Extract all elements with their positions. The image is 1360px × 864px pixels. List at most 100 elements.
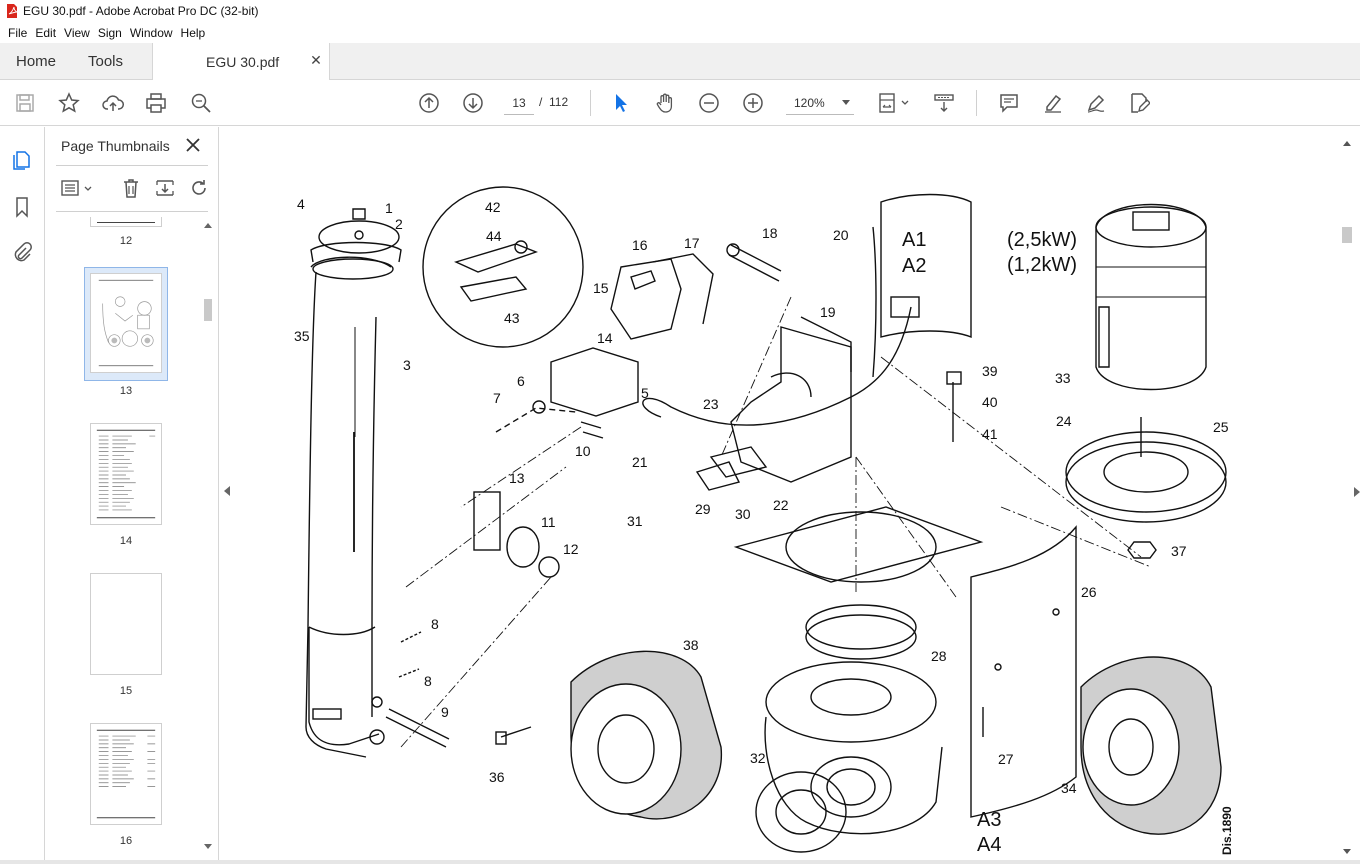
- thumbnail-label: 12: [119, 235, 133, 247]
- document-scrollbar[interactable]: [1336, 127, 1360, 864]
- bottom-edge: [0, 860, 1360, 864]
- zoom-level-dropdown[interactable]: 120%: [786, 91, 854, 115]
- bookmark-star-icon[interactable]: [56, 90, 82, 116]
- callout: 26: [1081, 584, 1097, 600]
- page-number-input[interactable]: [504, 91, 534, 115]
- highlight-pen-icon[interactable]: [1040, 90, 1066, 116]
- callout: 25: [1213, 419, 1229, 435]
- scroll-mode-icon[interactable]: [931, 90, 957, 116]
- callout: 42: [485, 199, 501, 215]
- thumbnail-page-16[interactable]: [90, 723, 162, 825]
- callout: 5: [641, 385, 649, 401]
- scroll-up-icon[interactable]: [1343, 141, 1351, 146]
- callout: 27: [998, 751, 1014, 767]
- extract-pages-icon[interactable]: [154, 177, 176, 199]
- menu-help[interactable]: Help: [180, 25, 206, 40]
- thumbnail-page-12[interactable]: [90, 217, 162, 227]
- thumbnail-list: 12 13: [46, 217, 201, 857]
- thumbnail-options-icon[interactable]: [60, 177, 96, 199]
- next-page-icon[interactable]: [460, 90, 486, 116]
- menu-window[interactable]: Window: [129, 25, 173, 40]
- page-fit-icon[interactable]: [876, 90, 912, 116]
- callout: 17: [684, 235, 700, 251]
- thumbnail-page-15[interactable]: [90, 573, 162, 675]
- tab-tools[interactable]: Tools: [88, 53, 124, 70]
- tab-document[interactable]: EGU 30.pdf ✕: [152, 43, 330, 81]
- callout: 20: [833, 227, 849, 243]
- cloud-upload-icon[interactable]: [100, 90, 126, 116]
- motor-power-label: (2,5kW): [1007, 229, 1077, 251]
- zoom-in-icon[interactable]: [740, 90, 766, 116]
- comment-icon[interactable]: [996, 90, 1022, 116]
- callout: 10: [575, 443, 591, 459]
- callout: 28: [931, 648, 947, 664]
- edit-pdf-icon[interactable]: [1126, 90, 1152, 116]
- thumbnail-label: 13: [119, 385, 133, 397]
- rotate-page-icon[interactable]: [188, 177, 210, 199]
- tab-home[interactable]: Home: [16, 53, 57, 70]
- select-cursor-icon[interactable]: [608, 90, 634, 116]
- connector-label: A4: [977, 834, 1001, 856]
- menu-bar: File Edit View Sign Window Help: [0, 22, 1360, 43]
- callout: 14: [597, 330, 613, 346]
- drawing-id: Dis.1890: [1220, 806, 1234, 855]
- callout: 43: [504, 310, 520, 326]
- scroll-up-icon[interactable]: [204, 223, 212, 228]
- bookmarks-icon[interactable]: [10, 195, 34, 219]
- page-thumbnails-icon[interactable]: [10, 147, 34, 171]
- callout: 36: [489, 769, 505, 785]
- callout: 6: [517, 373, 525, 389]
- thumbnail-scrollbar[interactable]: [201, 217, 215, 857]
- callout: 21: [632, 454, 648, 470]
- thumbnail-page-14[interactable]: [90, 423, 162, 525]
- search-zoom-icon[interactable]: [188, 90, 214, 116]
- scrollbar-thumb[interactable]: [204, 299, 212, 321]
- menu-sign[interactable]: Sign: [97, 25, 122, 40]
- save-icon[interactable]: [12, 90, 38, 116]
- callout: 40: [982, 394, 998, 410]
- callout: 12: [563, 541, 579, 557]
- scrollbar-thumb[interactable]: [1342, 227, 1352, 243]
- thumbnail-table-preview: [96, 729, 156, 819]
- scroll-down-icon[interactable]: [204, 844, 212, 849]
- close-panel-icon[interactable]: [184, 136, 202, 154]
- panel-divider: [56, 165, 208, 166]
- callout: 1: [385, 200, 393, 216]
- callout: 29: [695, 501, 711, 517]
- delete-page-icon[interactable]: [120, 177, 142, 199]
- callout: 15: [593, 280, 609, 296]
- attachments-paperclip-icon[interactable]: [10, 240, 34, 264]
- document-view[interactable]: 1 2 3 4 5 6 7 8 8 9 10 11 12 13 14 15 16…: [241, 127, 1336, 864]
- collapse-panel-handle-icon[interactable]: [224, 486, 230, 496]
- callout: 33: [1055, 370, 1071, 386]
- thumbnail-table-preview: [96, 429, 156, 519]
- connector-label: A2: [902, 255, 926, 277]
- hand-tool-icon[interactable]: [652, 90, 678, 116]
- thumbnail-page-13[interactable]: [90, 273, 162, 373]
- callout: 23: [703, 396, 719, 412]
- callout: 32: [750, 750, 766, 766]
- print-icon[interactable]: [143, 90, 169, 116]
- callout: 34: [1061, 780, 1077, 796]
- expand-right-panel-icon[interactable]: [1354, 487, 1360, 497]
- callout: 9: [441, 704, 449, 720]
- scroll-down-icon[interactable]: [1343, 849, 1351, 854]
- zoom-out-icon[interactable]: [696, 90, 722, 116]
- callout: 31: [627, 513, 643, 529]
- menu-view[interactable]: View: [64, 25, 90, 40]
- callout: 11: [541, 514, 556, 530]
- page-total: 112: [549, 95, 569, 109]
- sign-pen-icon[interactable]: [1083, 90, 1109, 116]
- previous-page-icon[interactable]: [416, 90, 442, 116]
- callout: 44: [486, 228, 502, 244]
- thumbnail-label: 16: [119, 835, 133, 847]
- callout: 38: [683, 637, 699, 653]
- menu-edit[interactable]: Edit: [35, 25, 57, 40]
- callout: 37: [1171, 543, 1187, 559]
- menu-file[interactable]: File: [8, 25, 28, 40]
- close-tab-icon[interactable]: ✕: [310, 52, 322, 68]
- chevron-down-icon: [842, 100, 850, 105]
- callout: 18: [762, 225, 778, 241]
- callout: 2: [395, 216, 403, 232]
- thumbnail-drawing-preview: [98, 279, 154, 367]
